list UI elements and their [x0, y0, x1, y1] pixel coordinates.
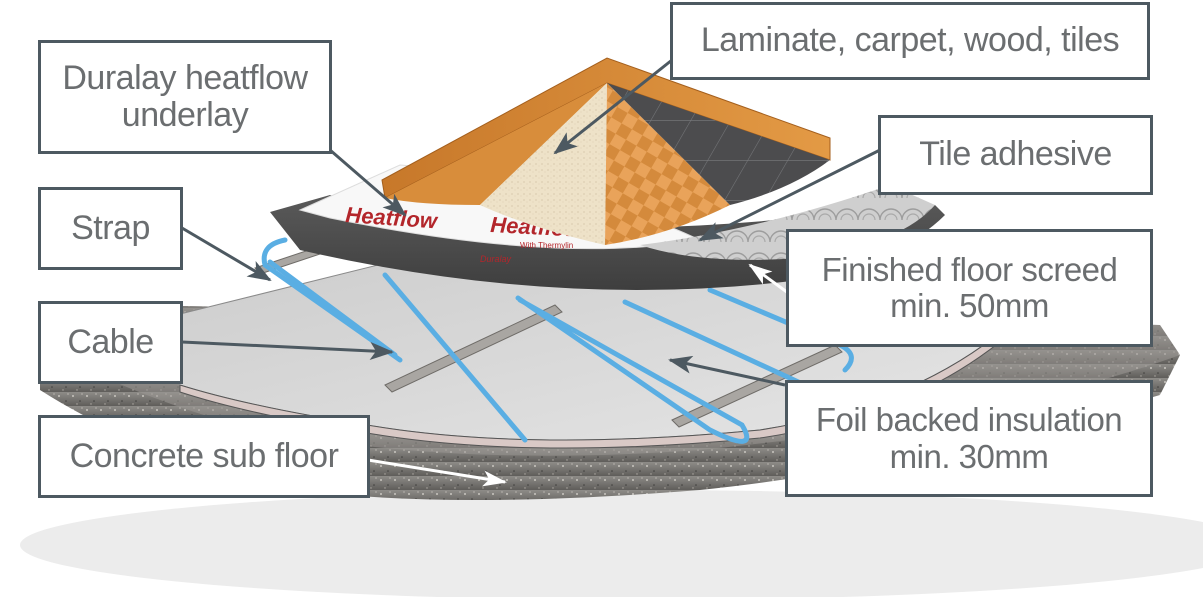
label-insulation-line2: min. 30mm — [889, 437, 1049, 475]
label-screed: Finished floor screed min. 50mm — [786, 229, 1153, 347]
ground-shadow — [20, 490, 1203, 597]
label-cable: Cable — [38, 301, 183, 384]
label-tile-adhesive-text: Tile adhesive — [919, 135, 1112, 174]
label-screed-line2: min. 50mm — [890, 287, 1049, 324]
label-strap: Strap — [38, 187, 183, 270]
label-subfloor: Concrete sub floor — [38, 415, 370, 498]
tile-floor — [607, 83, 830, 205]
label-underlay: Duralay heatflow underlay — [38, 40, 332, 154]
arrow-floor-finish — [553, 58, 673, 155]
fixing-straps — [254, 237, 843, 428]
arrow-underlay — [329, 148, 407, 217]
label-insulation: Foil backed insulation min. 30mm — [785, 380, 1153, 497]
label-cable-text: Cable — [67, 322, 154, 361]
label-subfloor-text: Concrete sub floor — [69, 436, 339, 475]
label-floor-finish-text: Laminate, carpet, wood, tiles — [700, 21, 1120, 60]
carpet-floor — [480, 83, 607, 245]
heating-cable — [261, 237, 854, 444]
arrow-insulation — [668, 355, 786, 387]
parquet-floor — [605, 83, 730, 245]
underlay-tagline-print: With Thermylin — [520, 241, 573, 250]
label-insulation-line1: Foil backed insulation — [815, 401, 1123, 439]
underlay-maker-print: Duralay — [480, 254, 512, 264]
arrow-tile-adhesive — [698, 148, 881, 242]
arrow-strap — [181, 226, 272, 282]
wood-floor — [385, 83, 607, 205]
label-floor-finish: Laminate, carpet, wood, tiles — [670, 2, 1150, 80]
pointer-arrows — [181, 58, 881, 487]
arrow-subfloor — [367, 458, 507, 487]
label-underlay-line2: underlay — [121, 96, 249, 134]
label-screed-line1: Finished floor screed — [821, 250, 1118, 288]
arrow-cable — [181, 340, 394, 360]
label-tile-adhesive: Tile adhesive — [878, 115, 1153, 195]
label-underlay-line1: Duralay heatflow — [62, 58, 308, 97]
label-strap-text: Strap — [71, 208, 150, 247]
